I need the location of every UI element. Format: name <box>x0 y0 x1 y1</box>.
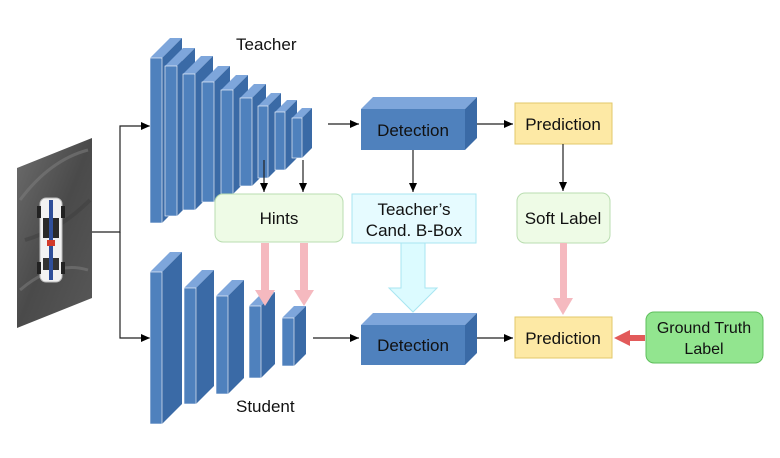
teacher-cand-line1: Teacher’s <box>377 200 450 219</box>
teacher-detection-box: Detection <box>361 97 477 150</box>
cand-to-detection-arrow <box>387 242 439 313</box>
hints-to-student-arrows <box>255 243 314 306</box>
teacher-detection-label: Detection <box>377 121 449 140</box>
teacher-prediction-box: Prediction <box>514 102 613 145</box>
teacher-prediction-label: Prediction <box>525 115 601 134</box>
student-prediction-box: Prediction <box>514 316 613 359</box>
car-graphic <box>37 197 65 283</box>
input-image <box>17 138 92 328</box>
student-detection-label: Detection <box>377 336 449 355</box>
student-label: Student <box>236 397 295 416</box>
student-layer-3 <box>215 280 244 395</box>
hints-label: Hints <box>260 209 299 228</box>
teacher-network <box>149 38 312 224</box>
student-layer-2 <box>183 270 214 405</box>
student-prediction-label: Prediction <box>525 329 601 348</box>
student-layer-5 <box>281 306 306 367</box>
student-detection-box: Detection <box>361 313 477 365</box>
teacher-to-hints-arrows <box>260 160 307 192</box>
detection-to-prediction-arrows <box>477 120 513 342</box>
soft-label-text: Soft Label <box>525 209 602 228</box>
teacher-layer-9 <box>291 108 312 159</box>
teacher-label: Teacher <box>236 35 297 54</box>
groundtruth-to-prediction-arrow <box>614 330 645 346</box>
ground-truth-line1: Ground Truth <box>657 320 751 337</box>
teacher-cand-bbox: Teacher’s Cand. B-Box <box>351 193 477 244</box>
softlabel-to-prediction-arrow <box>553 243 573 315</box>
soft-label-box: Soft Label <box>516 192 611 244</box>
student-layer-1 <box>149 252 182 425</box>
student-network <box>149 252 306 425</box>
teacher-cand-line2: Cand. B-Box <box>366 221 463 240</box>
ground-truth-line2: Label <box>684 341 723 358</box>
input-connectors <box>92 122 150 342</box>
ground-truth-box: Ground Truth Label <box>645 311 764 364</box>
network-to-detection-arrows <box>313 120 359 342</box>
hints-box: Hints <box>214 193 344 243</box>
student-layer-4 <box>248 292 275 379</box>
